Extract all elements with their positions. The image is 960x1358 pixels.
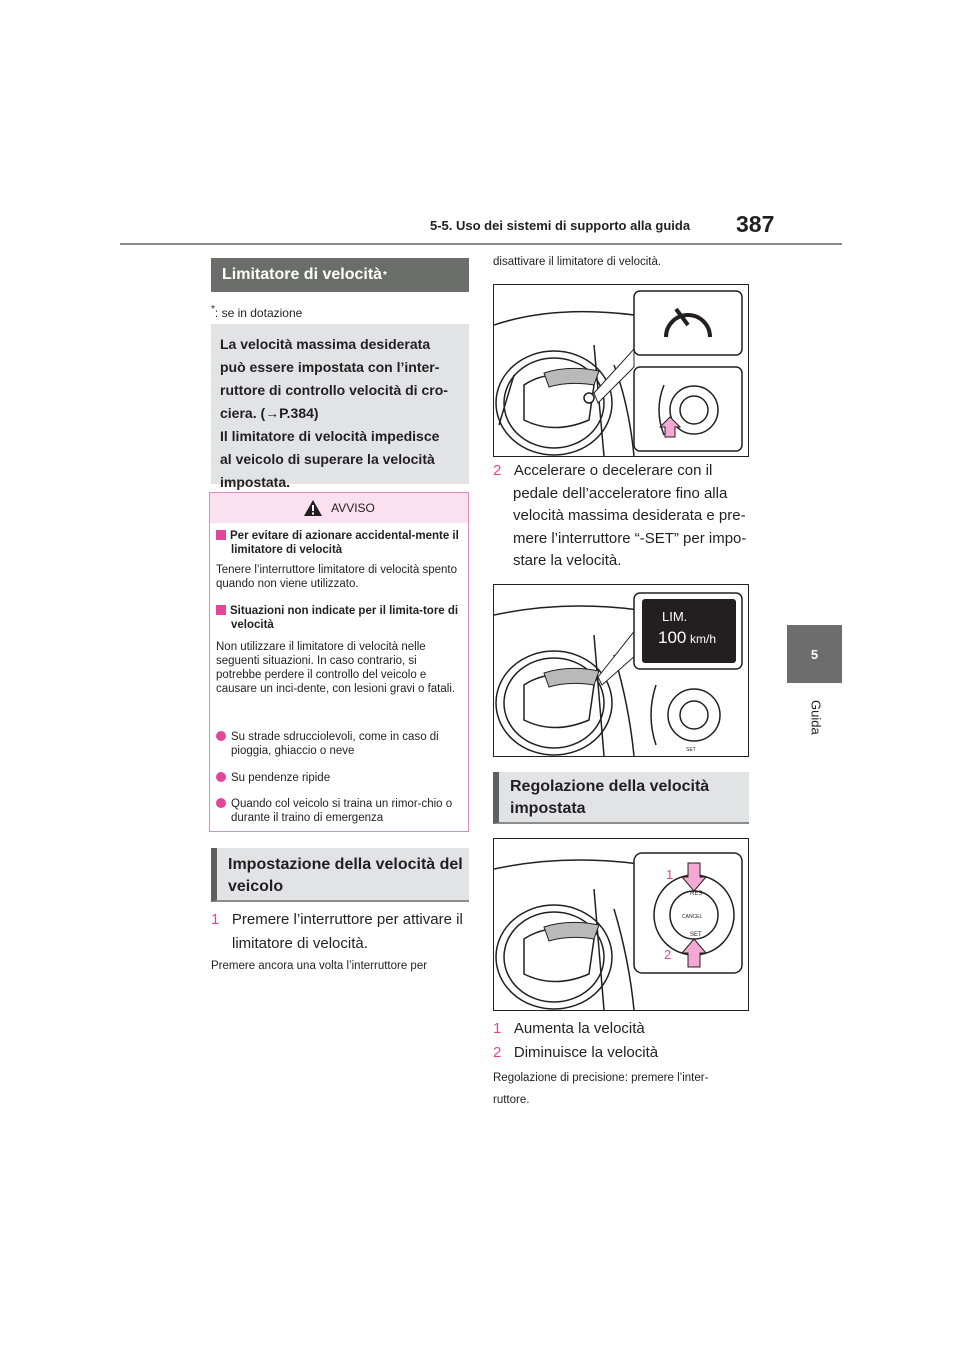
intro-line: impostata. xyxy=(220,474,291,490)
square-bullet-icon xyxy=(216,605,226,615)
step-1-line-2: limitatore di velocità. xyxy=(232,935,368,952)
intro-line: La velocità massima desiderata xyxy=(220,336,431,352)
warning-header: AVVISO xyxy=(210,493,468,523)
limiter-title-mark: * xyxy=(383,269,387,281)
warning-bullet-1: Su strade sdrucciolevoli, come in caso d… xyxy=(216,730,460,758)
footnote: *: se in dotazione xyxy=(211,304,302,320)
step-2-line-5: stare la velocità. xyxy=(513,552,622,569)
section-header: 5-5. Uso dei sistemi di supporto alla gu… xyxy=(430,218,691,233)
footnote-mark: * xyxy=(211,304,215,315)
footnote-text: : se in dotazione xyxy=(214,306,303,320)
limiter-title-text: Limitatore di velocità xyxy=(222,266,383,283)
warning-section-2-text: Non utilizzare il limitatore di velocità… xyxy=(216,641,456,695)
cancel-button-label: CANCEL xyxy=(682,914,703,920)
adjust-list: 1 Aumenta la velocità 2 Diminuisce la ve… xyxy=(493,1017,658,1065)
intro-line: al veicolo di superare la velocità xyxy=(220,451,435,467)
item-1-number: 1 xyxy=(493,1020,502,1037)
warning-section-1-heading: Per evitare di azionare accidental-mente… xyxy=(216,529,460,557)
list-item: 2 Diminuisce la velocità xyxy=(493,1041,658,1065)
round-bullet-icon xyxy=(216,798,226,808)
display-lim-label: LIM. xyxy=(662,609,687,624)
res-button-label: RES xyxy=(690,891,702,897)
fine-adjust-note: Regolazione di precisione: premere l’int… xyxy=(493,1067,753,1111)
step-2-line-4: mere l’interruttore “-SET” per impo- xyxy=(513,529,747,547)
callout-2: 2 xyxy=(664,947,671,962)
display-speed-value: 100 xyxy=(658,628,686,647)
step-1-note-continued: disattivare il limitatore di velocità. xyxy=(493,256,662,268)
intro-box: La velocità massima desiderata può esser… xyxy=(211,324,469,490)
header-rule xyxy=(120,243,842,245)
warning-icon xyxy=(304,500,323,516)
callout-1: 1 xyxy=(666,867,673,882)
figure-limiter-display: LIM. 100 km/h SET xyxy=(493,584,749,757)
warning-bullet-3: Quando col veicolo si traina un rimor-ch… xyxy=(216,797,460,825)
intro-line: Il limitatore di velocità impedisce xyxy=(220,428,440,444)
fine-note-line-2: ruttore. xyxy=(493,1094,530,1106)
speedometer-icon xyxy=(664,307,712,338)
warning-title: AVVISO xyxy=(331,501,375,515)
page-number: 387 xyxy=(736,211,775,237)
set-button-label: SET xyxy=(690,932,702,938)
step-2-line-1: Accelerare o decelerare con il xyxy=(513,462,713,479)
warning-section-2-heading: Situazioni non indicate per il limita-to… xyxy=(216,604,460,632)
step-1-note: Premere ancora una volta l’interruttore … xyxy=(211,960,428,972)
warning-section-1-text: Tenere l’interruttore limitatore di velo… xyxy=(216,564,457,590)
adjust-illustration: RES CANCEL SET 1 2 xyxy=(494,852,743,1010)
intro-line: ciera. (→P.384) xyxy=(220,405,319,421)
warning-box: AVVISO Per evitare di azionare accidenta… xyxy=(209,492,469,832)
step-1-line-1: Premere l’interruttore per attivare il xyxy=(231,911,463,928)
step-2-line-2: pedale dell’acceleratore fino alla xyxy=(513,484,728,502)
warning-bullet-2: Su pendenze ripide xyxy=(216,771,460,785)
list-item: 1 Aumenta la velocità xyxy=(493,1017,658,1041)
step-2-number: 2 xyxy=(493,462,502,479)
intro-line: può essere impostata con l’inter- xyxy=(220,359,440,375)
fine-note-line-1: Regolazione di precisione: premere l’int… xyxy=(493,1072,709,1084)
regulation-title: Regolazione della velocità impostata xyxy=(493,772,749,824)
square-bullet-icon xyxy=(216,530,226,540)
chapter-label: Guida xyxy=(808,700,824,735)
item-2-text: Diminuisce la velocità xyxy=(513,1044,659,1061)
regulation-title-line-1: Regolazione della velocità xyxy=(510,778,710,795)
limiter-title: Limitatore di velocità* xyxy=(211,258,469,292)
step-1: 1 Premere l’interruttore per attivare il… xyxy=(211,908,471,956)
item-2-number: 2 xyxy=(493,1044,502,1061)
display-illustration: LIM. 100 km/h SET xyxy=(494,592,743,756)
display-speed-unit: km/h xyxy=(690,632,716,646)
figure-limiter-switch xyxy=(493,284,749,457)
set-button-label: SET xyxy=(686,747,696,753)
round-bullet-icon xyxy=(216,772,226,782)
step-2-line-3: velocità massima desiderata e pre- xyxy=(513,507,746,524)
steering-wheel-illustration xyxy=(494,290,743,456)
intro-line: ruttore di controllo velocità di cro- xyxy=(220,382,448,398)
figure-speed-adjust: RES CANCEL SET 1 2 xyxy=(493,838,749,1011)
regulation-title-line-2: impostata xyxy=(510,800,586,817)
chapter-tab: 5 xyxy=(787,625,842,683)
step-1-number: 1 xyxy=(211,911,220,928)
item-1-text: Aumenta la velocità xyxy=(513,1020,645,1037)
step-2: 2 Accelerare o decelerare con il pedale … xyxy=(493,460,753,573)
setting-title: Impostazione della velocità del veicolo xyxy=(211,848,469,902)
round-bullet-icon xyxy=(216,731,226,741)
